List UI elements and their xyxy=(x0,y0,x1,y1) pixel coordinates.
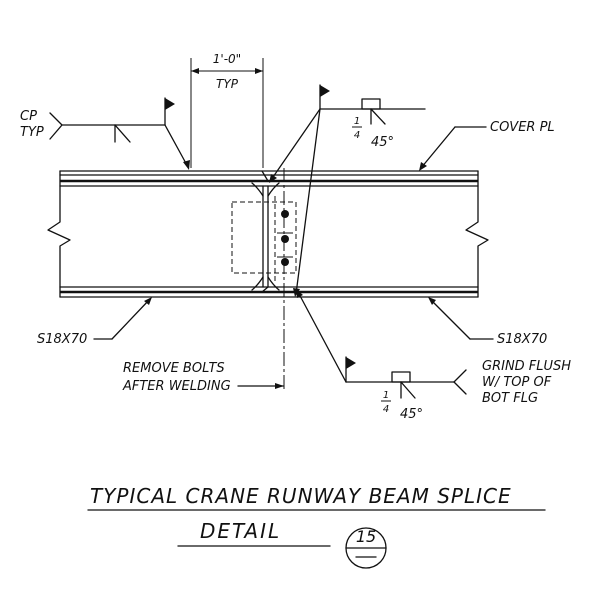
dimension-note: TYP xyxy=(216,77,239,91)
title-line1: TYPICAL CRANE RUNWAY BEAM SPLICE xyxy=(90,484,512,508)
bottom-weld-size-num: 1 xyxy=(383,390,389,401)
bolt xyxy=(281,258,289,266)
splice-joint xyxy=(231,168,297,392)
title-block: TYPICAL CRANE RUNWAY BEAM SPLICE DETAIL … xyxy=(87,484,546,569)
beam-right-callout: S18X70 xyxy=(428,297,547,347)
remove-bolts-callout: REMOVE BOLTS AFTER WELDING xyxy=(122,361,284,394)
top-weld-symbol: 1 4 45° xyxy=(269,84,426,297)
grind-line1: GRIND FLUSH xyxy=(482,359,571,374)
title-detail: DETAIL xyxy=(200,519,281,543)
grind-line3: BOT FLG xyxy=(482,391,538,406)
detail-number: 15 xyxy=(356,527,376,546)
bolt xyxy=(281,235,289,243)
bottom-weld-size-den: 4 xyxy=(383,404,389,415)
beam-left-callout: S18X70 xyxy=(37,297,152,347)
cover-pl-callout: COVER PL xyxy=(419,120,555,171)
remove-bolts-line2: AFTER WELDING xyxy=(122,379,231,394)
top-weld-size-num: 1 xyxy=(354,116,360,127)
bottom-weld-symbol: 1 4 45° GRIND FLUSH W/ TOP OF BOT FLG xyxy=(296,289,571,422)
top-weld-angle: 45° xyxy=(371,135,394,150)
beam-left-label: S18X70 xyxy=(37,332,87,347)
grind-line2: W/ TOP OF xyxy=(482,375,552,390)
remove-bolts-line1: REMOVE BOLTS xyxy=(123,361,225,376)
cp-weld-callout: CP TYP xyxy=(20,97,190,170)
beam-right-label: S18X70 xyxy=(497,332,547,347)
cover-pl-label: COVER PL xyxy=(490,120,555,135)
beam-elevation xyxy=(47,170,489,298)
bolt xyxy=(281,210,289,218)
cp-label: CP xyxy=(20,109,37,124)
dimension-value: 1'-0" xyxy=(213,52,241,66)
cp-typ-label: TYP xyxy=(20,125,44,140)
top-weld-size-den: 4 xyxy=(354,130,360,141)
dimension-1ft: 1'-0" TYP xyxy=(190,52,264,168)
bottom-weld-angle: 45° xyxy=(400,407,423,422)
